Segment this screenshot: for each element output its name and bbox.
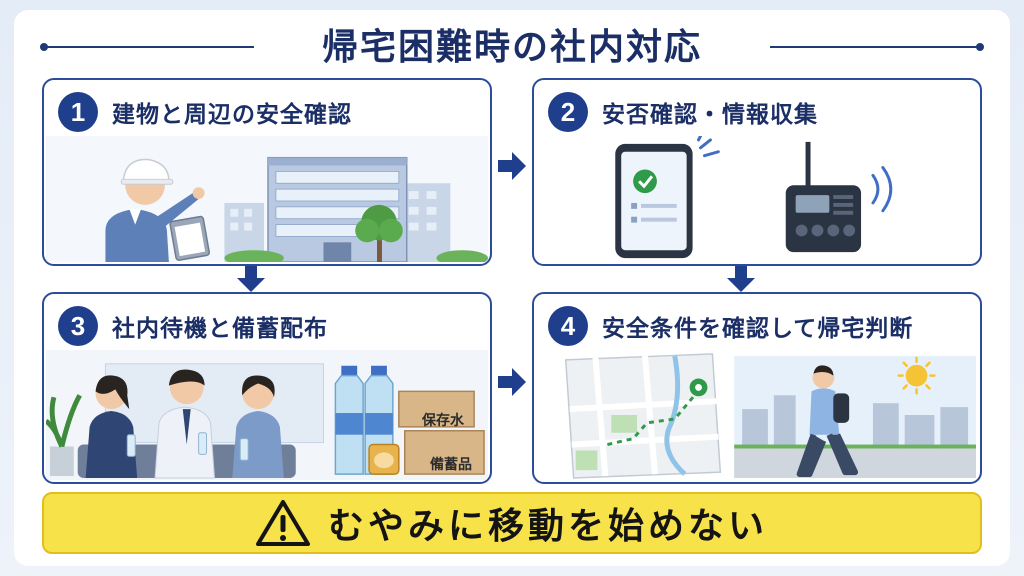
step-number-4: 4 — [548, 306, 588, 346]
arrow-down-left — [235, 266, 267, 292]
map-icon — [564, 353, 722, 479]
waiting-illustration: 保存水 備蓄品 — [46, 350, 488, 480]
walking-home-illustration — [536, 350, 978, 480]
walking-person-icon — [796, 365, 859, 478]
step-card-2: 2 安否確認・情報収集 — [532, 78, 982, 266]
title-line-right — [770, 46, 978, 48]
smartphone-icon — [615, 136, 720, 259]
arrow-right-icon — [498, 368, 526, 396]
step-label-3: 社内待機と備蓄配布 — [112, 316, 328, 342]
person-icon — [85, 375, 138, 479]
page-title: 帰宅困難時の社内対応 — [321, 27, 702, 68]
box-label-supplies: 備蓄品 — [430, 457, 472, 473]
title-line-left — [46, 46, 254, 48]
title-dot-left — [40, 43, 48, 51]
step-label-4: 安全条件を確認して帰宅判断 — [602, 316, 914, 342]
step-header-3: 3 社内待機と備蓄配布 — [58, 304, 328, 348]
warning-icon — [255, 500, 310, 546]
plant-icon — [46, 394, 82, 477]
step-number-1: 1 — [58, 92, 98, 132]
warning-banner: むやみに移動を始めない — [42, 492, 982, 554]
step-card-3: 3 社内待機と備蓄配布 — [42, 292, 492, 484]
water-bottle-icon — [334, 365, 364, 475]
arrow-right-top — [496, 150, 528, 182]
arrow-down-icon — [727, 266, 755, 292]
worker-helmet-icon — [105, 158, 211, 262]
step-header-1: 1 建物と周辺の安全確認 — [58, 90, 352, 134]
warning-text: むやみに移動を始めない — [327, 506, 768, 547]
step-card-1: 1 建物と周辺の安全確認 — [42, 78, 492, 266]
canned-food-icon — [368, 443, 400, 475]
step-number-2: 2 — [548, 92, 588, 132]
person-icon — [232, 375, 284, 479]
communication-illustration — [536, 136, 978, 262]
box-label-water: 保存水 — [422, 413, 464, 429]
step-header-2: 2 安否確認・情報収集 — [548, 90, 818, 134]
title-row: 帰宅困難時の社内対応 — [40, 12, 984, 68]
arrow-down-right — [725, 266, 757, 292]
radio-icon — [785, 141, 893, 253]
step-header-4: 4 安全条件を確認して帰宅判断 — [548, 304, 913, 348]
arrow-down-icon — [237, 266, 265, 292]
arrow-right-bottom — [496, 366, 528, 398]
title-dot-right — [976, 43, 984, 51]
arrow-right-icon — [498, 152, 526, 180]
sun-icon — [897, 356, 936, 395]
safety-check-illustration — [46, 136, 488, 262]
step-label-1: 建物と周辺の安全確認 — [112, 102, 352, 128]
supply-box-icon — [398, 390, 485, 475]
tree-icon — [355, 204, 403, 262]
step-card-4: 4 安全条件を確認して帰宅判断 — [532, 292, 982, 484]
step-number-3: 3 — [58, 306, 98, 346]
step-label-2: 安否確認・情報収集 — [602, 102, 818, 128]
person-icon — [154, 369, 216, 479]
